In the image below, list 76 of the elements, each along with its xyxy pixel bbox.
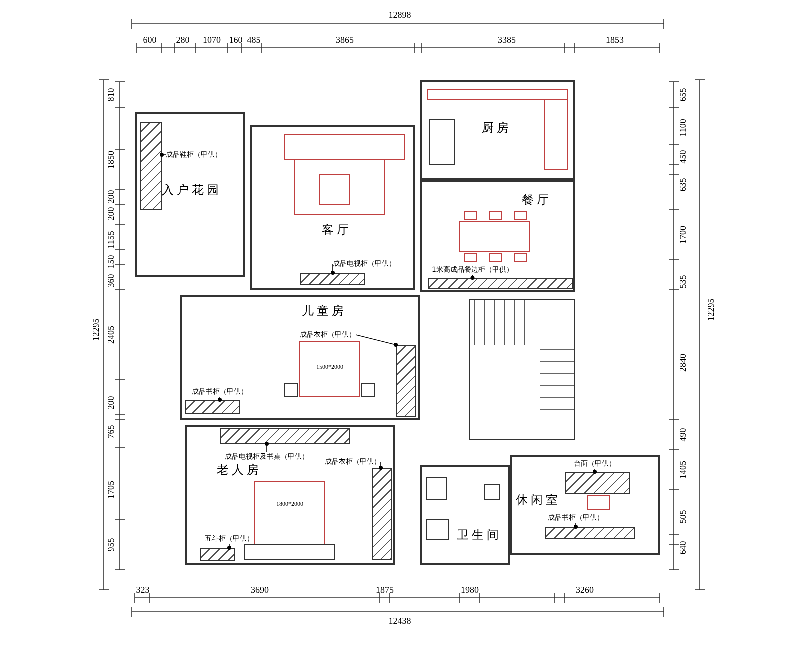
dimension-text: 655 [678, 88, 688, 102]
leader-line [265, 442, 269, 452]
dimension-text: 3260 [576, 585, 594, 595]
dimension-text: 3690 [251, 585, 269, 595]
leader-line [470, 274, 475, 280]
room-name: 休闲室 [516, 492, 561, 509]
room-name: 厨房 [482, 120, 512, 137]
dimension-text: 12295 [91, 318, 101, 342]
dimension-text: 635 [678, 178, 688, 192]
dimension-text: 1700 [678, 226, 688, 244]
dimension-text: 360 [106, 274, 116, 288]
dimension-text: 535 [678, 275, 688, 289]
room-name: 儿童房 [302, 303, 347, 320]
dimension-text: 160 [229, 35, 243, 45]
room-name: 卫生间 [457, 527, 502, 544]
dimension-text: 1070 [203, 35, 221, 45]
room-area [420, 180, 575, 292]
room-area [420, 465, 510, 565]
leader-line [331, 264, 335, 275]
dimension-text: 1100 [678, 119, 688, 137]
dimension-text: 640 [678, 541, 688, 555]
leader-line [593, 468, 597, 474]
room-name: 餐厅 [522, 192, 552, 209]
tv-cabinet-desk [220, 428, 350, 444]
dimension-text: 2405 [106, 326, 116, 344]
dimension-text: 200 [106, 396, 116, 410]
dimension-text: 1980 [461, 585, 479, 595]
dimension-text: 323 [136, 585, 150, 595]
dimension-text: 200 [106, 190, 116, 204]
room-area [180, 295, 420, 420]
wardrobe [396, 345, 416, 417]
dimension-text: 1155 [106, 231, 116, 249]
dimension-text: 12898 [388, 10, 412, 20]
dimension-text: 485 [247, 35, 261, 45]
dimension-text: 3865 [336, 35, 354, 45]
dimension-text: 3385 [498, 35, 516, 45]
dimension-text: 2840 [678, 354, 688, 372]
leader-line [379, 462, 383, 470]
leader-line [574, 522, 578, 529]
dimension-text: 200 [106, 207, 116, 221]
room-area [420, 80, 575, 180]
chest-of-drawers [200, 548, 235, 561]
sideboard [428, 278, 573, 289]
room-area [250, 125, 415, 290]
dimension-text: 12438 [388, 616, 412, 626]
dimension-text: 150 [106, 255, 116, 269]
leader-line [160, 153, 166, 157]
wardrobe [372, 468, 392, 560]
leader-line [218, 396, 222, 402]
dimension-text: 955 [106, 538, 116, 552]
tv-cabinet [300, 273, 365, 285]
dimension-text: 280 [176, 35, 190, 45]
room-name: 入户花园 [162, 182, 222, 199]
dimension-text: 765 [106, 425, 116, 439]
dimension-text: 1875 [376, 585, 394, 595]
dimension-text: 505 [678, 510, 688, 524]
room-name: 老人房 [217, 462, 262, 479]
dimension-text: 600 [143, 35, 157, 45]
room-area [185, 425, 395, 565]
dimension-text: 1705 [106, 481, 116, 499]
bookcase [545, 527, 635, 539]
leader-line [228, 544, 232, 550]
room-name: 客厅 [322, 222, 352, 239]
dimension-text: 1850 [106, 151, 116, 169]
desk [565, 472, 630, 494]
room-area [135, 112, 245, 277]
dimension-text: 12295 [706, 298, 716, 322]
dimension-text: 490 [678, 428, 688, 442]
bookcase [185, 400, 240, 414]
room-area [510, 455, 660, 555]
shoe-cabinet [140, 122, 162, 210]
dimension-text: 1405 [678, 461, 688, 479]
dimension-text: 450 [678, 150, 688, 164]
dimension-text: 810 [106, 88, 116, 102]
dimension-text: 1853 [606, 35, 624, 45]
leader-line [356, 334, 398, 347]
